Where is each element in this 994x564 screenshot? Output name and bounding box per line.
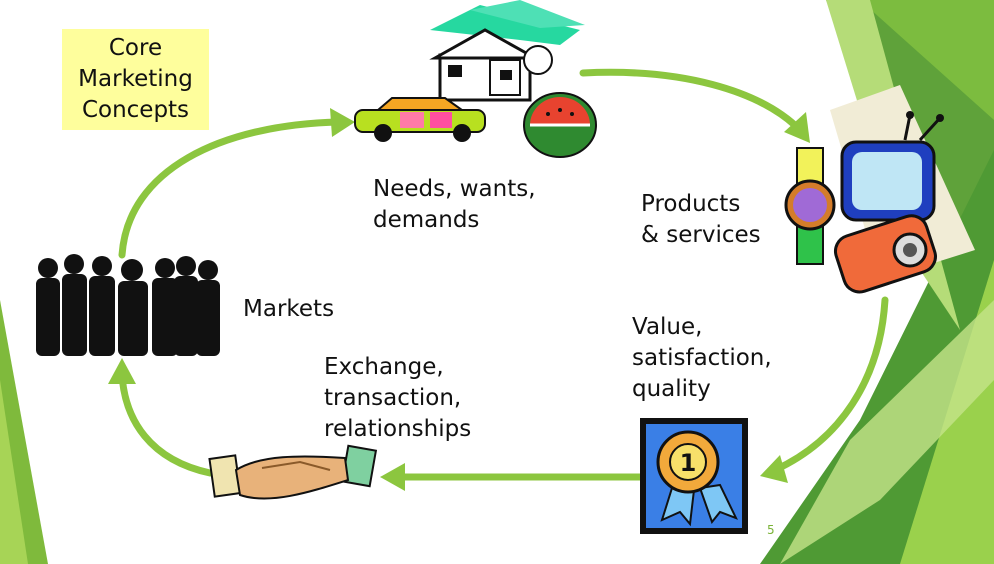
arrow-needs-to-products <box>579 68 804 134</box>
watch-icon <box>784 147 836 265</box>
arrow-products-to-value <box>771 296 889 474</box>
arrow-markets-to-needs <box>118 118 342 259</box>
page-title: Core Marketing Concepts <box>62 29 209 130</box>
label-products: Products & services <box>641 191 761 248</box>
cycle-arrows <box>118 68 889 481</box>
label-exchange: Exchange, transaction, relationships <box>324 354 472 442</box>
arrow-exchange-to-markets <box>118 371 214 477</box>
camera-icon <box>834 214 937 294</box>
arrow-heads <box>108 108 810 491</box>
watermelon-icon <box>523 92 597 158</box>
label-value: Value, satisfaction, quality <box>632 314 772 402</box>
badge-number: 1 <box>680 449 697 477</box>
ribbon-award-icon <box>640 418 748 534</box>
handshake-icon <box>208 444 378 500</box>
page-number: 5 <box>767 523 775 537</box>
people-silhouette-icon <box>36 254 220 356</box>
label-markets: Markets <box>243 296 335 322</box>
house-car-icon <box>354 0 585 142</box>
label-needs: Needs, wants, demands <box>373 176 536 233</box>
